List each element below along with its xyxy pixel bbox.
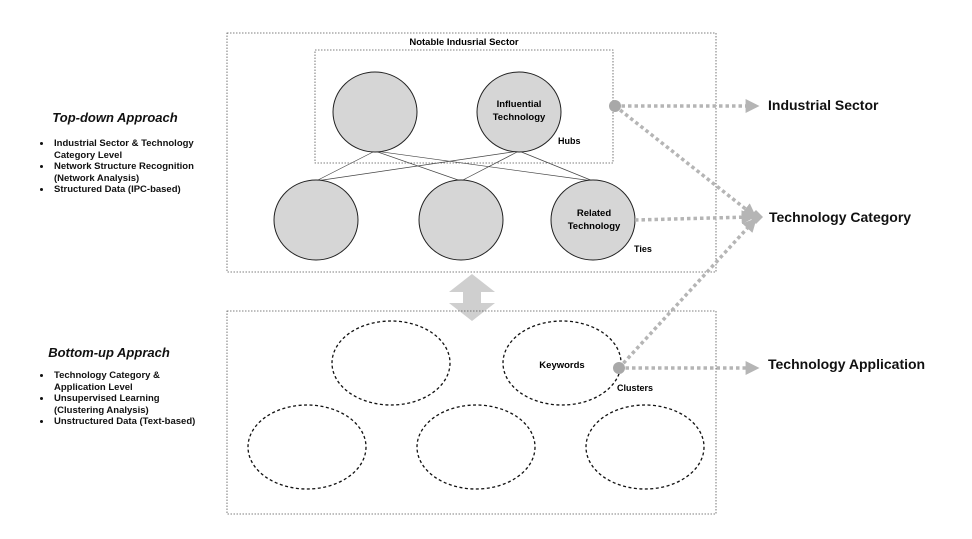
technology-category-diamond-icon xyxy=(749,210,763,224)
keywords-connector-dot xyxy=(613,362,625,374)
bottom-up-heading: Bottom-up Apprach xyxy=(48,345,170,360)
clusters-label: Clusters xyxy=(617,383,653,393)
technology-application-label: Technology Application xyxy=(768,356,926,372)
industrial-sector-label: Industrial Sector xyxy=(768,97,879,113)
hubs-label: Hubs xyxy=(558,136,581,146)
ties-label: Ties xyxy=(634,244,652,254)
hub-node-left xyxy=(332,71,418,153)
keywords-label: Keywords xyxy=(539,360,584,371)
sector-box-title: Notable Indusrial Sector xyxy=(409,37,519,48)
hub-connector-dot xyxy=(609,100,621,112)
tie-lines xyxy=(315,150,594,182)
hub-node-influential xyxy=(476,71,562,153)
top-down-box xyxy=(226,32,717,273)
related-node-left xyxy=(273,179,359,261)
bottom-up-bullet: Technology Category & Application Level xyxy=(52,370,212,393)
technology-category-label: Technology Category xyxy=(769,209,912,225)
cluster-ellipse xyxy=(585,404,705,490)
connector-arrows xyxy=(613,99,760,375)
arrow-related-to-technology-category xyxy=(634,210,756,225)
top-down-bullet: Industrial Sector & Technology Category … xyxy=(52,138,237,161)
cluster-ellipse xyxy=(247,404,367,490)
related-label-line1: Related xyxy=(577,208,612,219)
top-down-heading: Top-down Approach xyxy=(52,110,178,125)
double-arrow-icon xyxy=(449,274,495,321)
related-node-right xyxy=(550,179,636,261)
influential-label-line1: Influential xyxy=(497,99,542,110)
influential-label-line2: Technology xyxy=(493,112,546,123)
bottom-up-box xyxy=(226,310,717,515)
related-label-line2: Technology xyxy=(568,221,621,232)
cluster-ellipses xyxy=(247,320,705,490)
cluster-ellipse xyxy=(331,320,451,406)
bottom-up-bullet: Unstructured Data (Text-based) xyxy=(52,416,212,428)
arrow-keywords-to-technology-category xyxy=(617,217,757,370)
top-down-bullet: Structured Data (IPC-based) xyxy=(52,184,237,196)
arrow-hub-to-technology-category xyxy=(613,104,757,218)
bottom-up-bullets: Technology Category & Application Level … xyxy=(34,370,212,428)
top-down-bullet: Network Structure Recognition (Network A… xyxy=(52,161,237,184)
top-down-bullets: Industrial Sector & Technology Category … xyxy=(34,138,237,196)
cluster-ellipse xyxy=(416,404,536,490)
related-node-middle xyxy=(418,179,504,261)
bottom-up-bullet: Unsupervised Learning (Clustering Analys… xyxy=(52,393,212,416)
